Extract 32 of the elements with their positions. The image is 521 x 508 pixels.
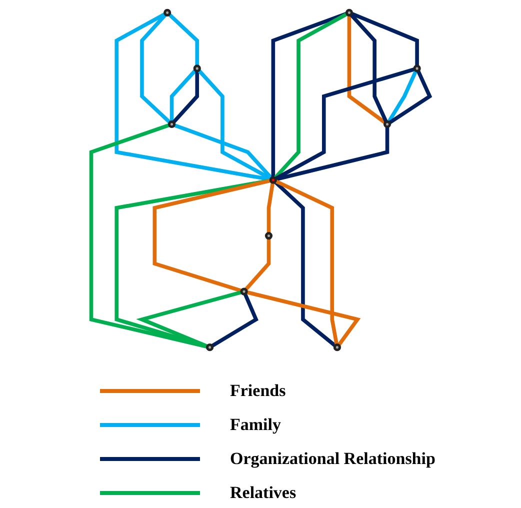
- legend-label: Family: [230, 415, 281, 435]
- node-circle: [333, 344, 341, 352]
- connector: [350, 12, 419, 66]
- node-circle: [193, 64, 201, 72]
- connector: [114, 178, 272, 348]
- node-circle: [383, 120, 392, 128]
- connector: [114, 12, 272, 182]
- legend-label: Organizational Relationship: [230, 449, 436, 469]
- connector: [174, 123, 273, 180]
- connector: [244, 238, 271, 291]
- connector: [386, 70, 418, 124]
- connector: [168, 13, 200, 66]
- connector: [266, 182, 275, 234]
- node-circle: [240, 288, 248, 296]
- connector: [152, 178, 272, 293]
- connector: [140, 13, 172, 124]
- connector: [388, 70, 432, 124]
- connector: [136, 290, 242, 348]
- legend-label: Friends: [230, 381, 286, 401]
- node-circle: [206, 344, 214, 352]
- connector: [210, 293, 258, 348]
- node-circle: [264, 232, 273, 240]
- connector: [246, 290, 361, 346]
- node-circle: [413, 64, 421, 72]
- node-circle: [269, 176, 277, 184]
- node-circle: [164, 8, 172, 16]
- node-circle: [168, 120, 176, 128]
- connector: [89, 123, 208, 349]
- legend-label: Relatives: [230, 483, 296, 503]
- node-circle: [345, 8, 354, 16]
- connector: [275, 126, 390, 182]
- connector: [274, 67, 416, 180]
